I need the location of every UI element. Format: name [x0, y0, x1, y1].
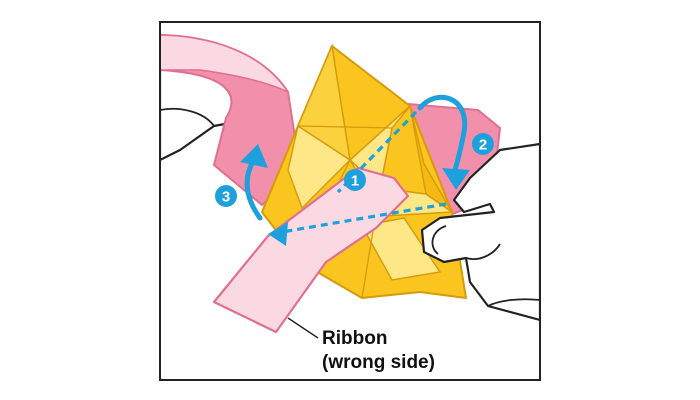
- fold-arrow-2: [417, 94, 470, 190]
- step-badge-1: 1: [344, 169, 366, 191]
- fold-arrow-1: [268, 110, 447, 246]
- dashed-arrow-icon: [268, 222, 288, 246]
- fold-arrow-3: [240, 144, 268, 221]
- caption-wrong-side: (wrong side): [322, 352, 435, 373]
- right-hand-icon: [420, 142, 540, 322]
- frame-border: [159, 21, 541, 381]
- caption-ribbon: Ribbon: [322, 328, 387, 349]
- caption-leader-line: [287, 317, 319, 339]
- step-number-1: 1: [351, 173, 359, 190]
- step-number-2: 2: [479, 137, 487, 154]
- curved-arrow-icon: [240, 144, 268, 168]
- step-badge-3: 3: [215, 185, 237, 207]
- curved-arrow-icon: [442, 168, 470, 190]
- step-badge-2: 2: [472, 133, 494, 155]
- step-number-3: 3: [222, 189, 230, 206]
